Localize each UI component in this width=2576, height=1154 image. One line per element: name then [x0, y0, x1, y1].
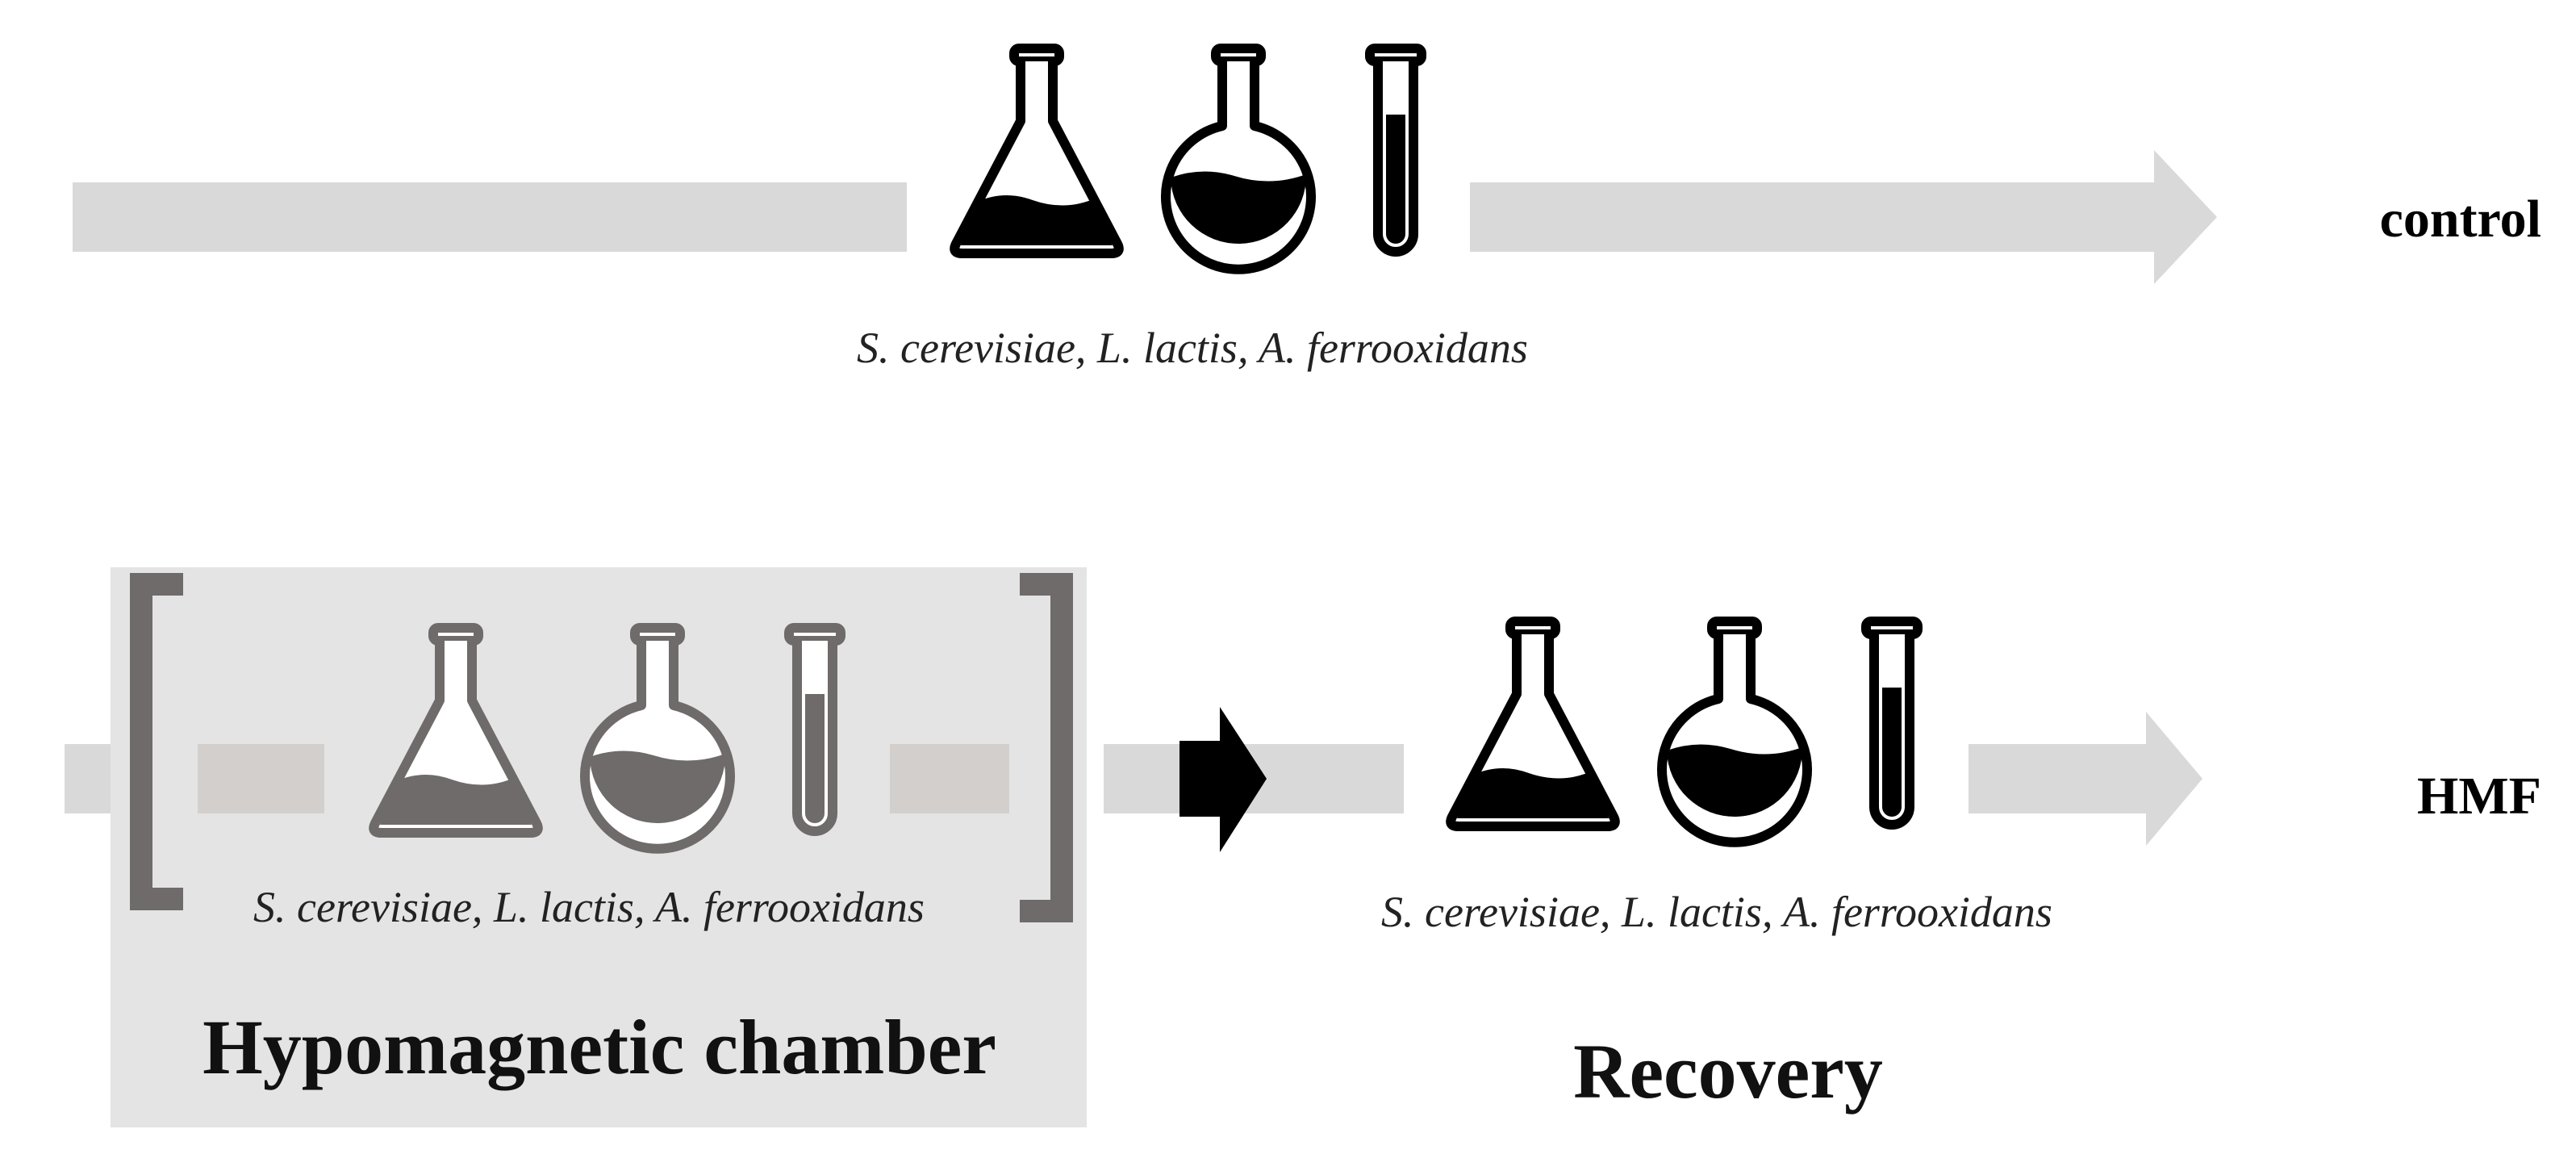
- recovery-organisms: S. cerevisiae, L. lactis, A. ferrooxidan…: [1381, 888, 2052, 936]
- chamber-arrow-segment-right: [890, 744, 1009, 813]
- transfer-arrowhead: [1179, 707, 1267, 852]
- control-organisms: S. cerevisiae, L. lactis, A. ferrooxidan…: [857, 324, 1528, 372]
- chamber-test-tube-icon: [789, 628, 841, 831]
- hmf-arrow-right: [1969, 712, 2202, 846]
- round-flask-icon: [1166, 48, 1311, 270]
- right-bracket: [1020, 573, 1073, 922]
- hmf-row: S. cerevisiae, L. lactis, A. ferrooxidan…: [65, 567, 2541, 1127]
- control-arrow-left-shaft: [73, 182, 907, 252]
- hypomagnetic-chamber: S. cerevisiae, L. lactis, A. ferrooxidan…: [111, 567, 1087, 1127]
- chamber-arrow-segment-left: [198, 744, 324, 813]
- recovery-test-tube-icon: [1866, 621, 1918, 825]
- chamber-background: [111, 567, 1087, 1127]
- recovery-conical-flask-icon: [1451, 621, 1615, 826]
- control-label: control: [2380, 190, 2541, 249]
- control-arrow-right: [1470, 150, 2217, 284]
- recovery-round-flask-icon: [1662, 621, 1807, 843]
- test-tube-icon: [1370, 48, 1422, 252]
- left-bracket: [130, 573, 183, 910]
- recovery-title: Recovery: [1573, 1028, 1883, 1114]
- chamber-title: Hypomagnetic chamber: [202, 1004, 996, 1090]
- hmf-label: HMF: [2417, 767, 2541, 826]
- chamber-organisms: S. cerevisiae, L. lactis, A. ferrooxidan…: [253, 883, 925, 931]
- control-row: S. cerevisiae, L. lactis, A. ferrooxidan…: [73, 48, 2541, 372]
- conical-flask-icon: [954, 48, 1119, 253]
- hmf-arrow-stub: [65, 744, 113, 813]
